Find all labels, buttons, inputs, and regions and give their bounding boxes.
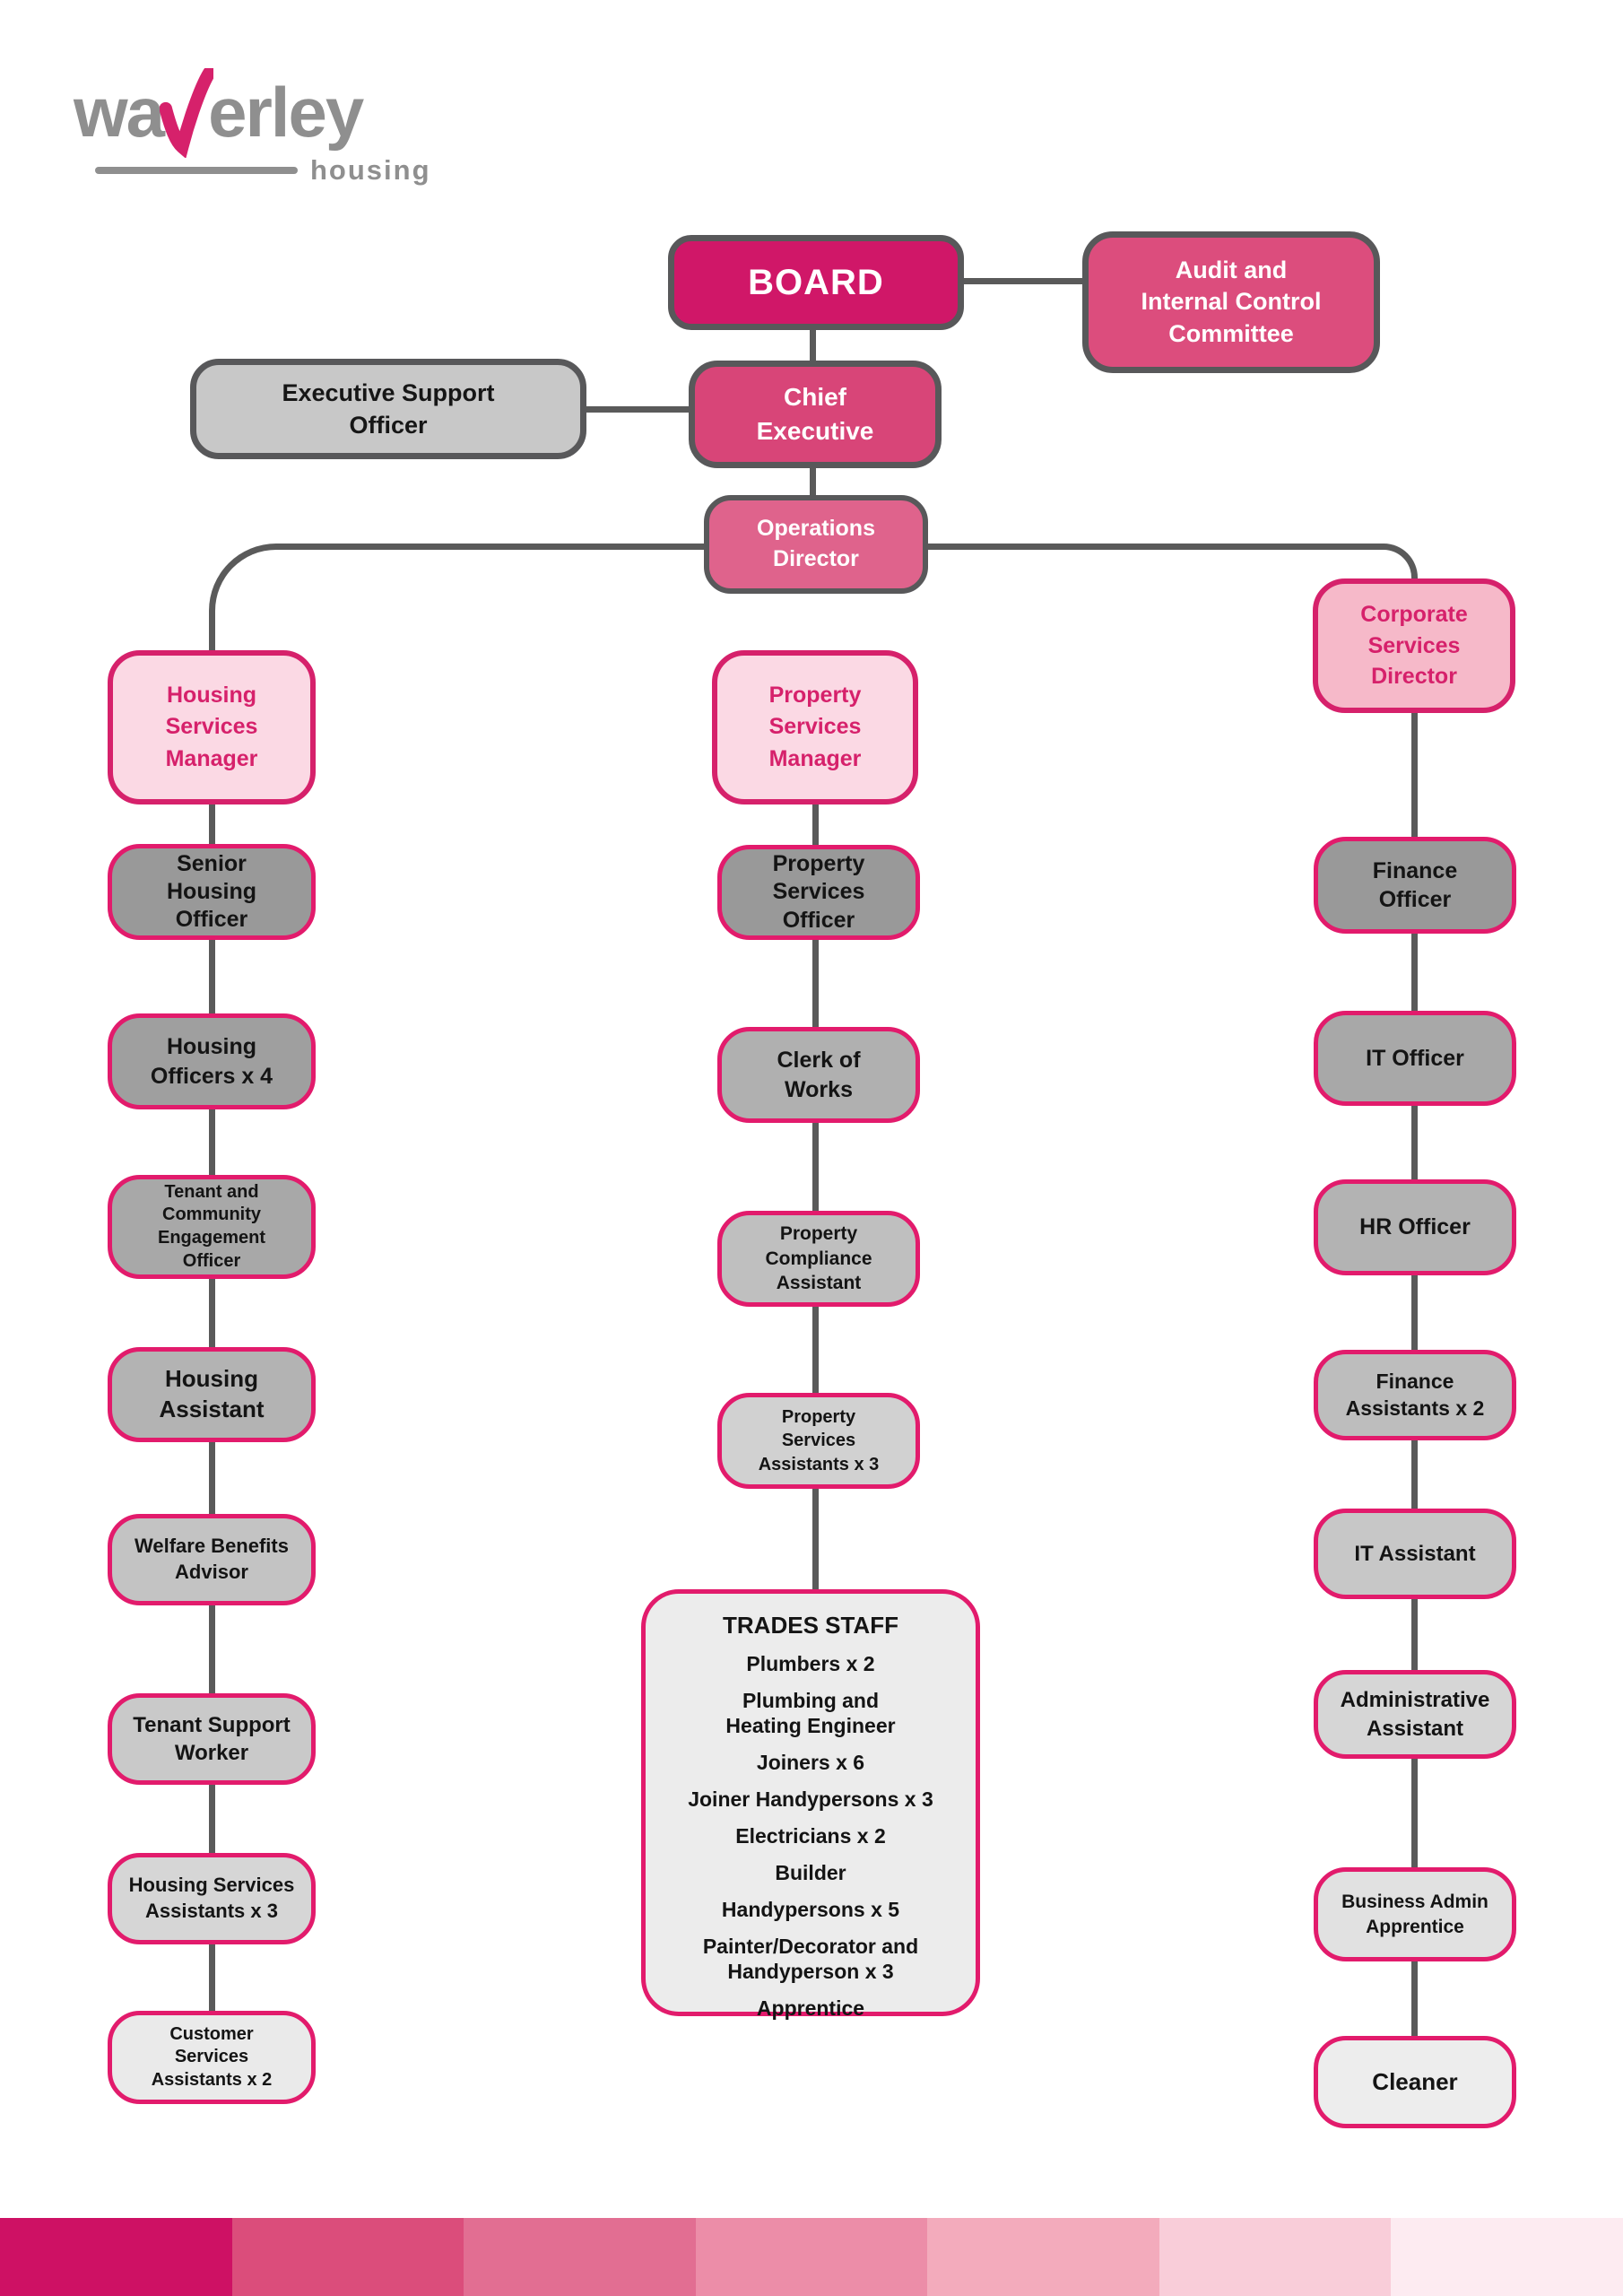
logo-text-prefix: wa <box>74 72 165 152</box>
node-property-services-officer: Property Services Officer <box>717 845 920 940</box>
footer-stripe-3 <box>464 2218 696 2296</box>
trades-item-electricians: Electricians x 2 <box>735 1824 886 1848</box>
footer-stripe-2 <box>231 2218 464 2296</box>
footer-stripe-1 <box>0 2218 232 2296</box>
node-executive-support-officer: Executive Support Officer <box>190 359 586 459</box>
node-housing-services-assistants: Housing Services Assistants x 3 <box>108 1853 316 1944</box>
node-property-services-assistants: Property Services Assistants x 3 <box>717 1393 920 1489</box>
node-senior-housing-officer: Senior Housing Officer <box>108 844 316 940</box>
connector-board-chief-executive <box>810 330 816 362</box>
trades-item-handypersons: Handypersons x 5 <box>721 1898 900 1922</box>
trades-item-plumbers: Plumbers x 2 <box>746 1652 875 1675</box>
node-administrative-assistant: Administrative Assistant <box>1314 1670 1516 1759</box>
logo-subtitle: housing <box>310 154 431 186</box>
footer-stripe-6 <box>1159 2218 1392 2296</box>
node-it-officer: IT Officer <box>1314 1011 1516 1106</box>
logo-rule <box>95 167 298 174</box>
node-business-admin-apprentice: Business Admin Apprentice <box>1314 1867 1516 1961</box>
node-tenant-community-engagement-officer: Tenant and Community Engagement Officer <box>108 1175 316 1279</box>
node-operations-director: Operations Director <box>704 495 928 594</box>
logo-text-suffix: erley <box>208 72 364 152</box>
connector-eso-chief-executive <box>585 406 692 413</box>
node-housing-assistant: Housing Assistant <box>108 1347 316 1442</box>
trades-item-joiner-handypersons: Joiner Handypersons x 3 <box>688 1787 933 1812</box>
node-property-services-manager: Property Services Manager <box>712 650 918 804</box>
node-chief-executive: Chief Executive <box>689 361 942 468</box>
trades-item-joiners: Joiners x 6 <box>756 1751 865 1775</box>
logo-subtitle-row: housing <box>74 154 431 187</box>
footer-stripe-5 <box>927 2218 1159 2296</box>
node-trades-staff: TRADES STAFF Plumbers x 2 Plumbing and H… <box>641 1589 980 2020</box>
waverley-logo: wa erley housing <box>74 56 431 187</box>
trades-item-painter-decorator: Painter/Decorator and Handyperson x 3 <box>702 1935 919 1984</box>
node-property-compliance-assistant: Property Compliance Assistant <box>717 1211 920 1307</box>
node-welfare-benefits-advisor: Welfare Benefits Advisor <box>108 1514 316 1605</box>
connector-property-column <box>812 798 819 1595</box>
connector-chief-executive-operations <box>810 466 816 497</box>
node-housing-services-manager: Housing Services Manager <box>108 650 316 804</box>
trades-staff-title: TRADES STAFF <box>723 1612 898 1639</box>
node-audit-committee: Audit and Internal Control Committee <box>1082 231 1380 373</box>
footer-color-strip <box>0 2218 1623 2296</box>
trades-item-builder: Builder <box>775 1861 846 1885</box>
connector-board-audit <box>962 278 1084 284</box>
node-it-assistant: IT Assistant <box>1314 1509 1516 1599</box>
node-board: BOARD <box>668 235 964 330</box>
connector-branch-left <box>209 544 816 652</box>
footer-stripe-7 <box>1391 2218 1623 2296</box>
logo-wordmark: wa erley <box>74 56 431 158</box>
trades-item-apprentice: Apprentice <box>756 1996 865 2021</box>
node-cleaner: Cleaner <box>1314 2036 1516 2128</box>
node-customer-services-assistants: Customer Services Assistants x 2 <box>108 2011 316 2104</box>
logo-check-icon <box>160 68 214 158</box>
node-housing-officers: Housing Officers x 4 <box>108 1013 316 1109</box>
node-hr-officer: HR Officer <box>1314 1179 1516 1275</box>
footer-stripe-4 <box>695 2218 928 2296</box>
node-finance-officer: Finance Officer <box>1314 837 1516 934</box>
node-finance-assistants: Finance Assistants x 2 <box>1314 1350 1516 1440</box>
node-clerk-of-works: Clerk of Works <box>717 1027 920 1123</box>
node-tenant-support-worker: Tenant Support Worker <box>108 1693 316 1785</box>
node-corporate-services-director: Corporate Services Director <box>1313 578 1515 713</box>
trades-item-plumbing-heating-engineer: Plumbing and Heating Engineer <box>725 1689 896 1738</box>
